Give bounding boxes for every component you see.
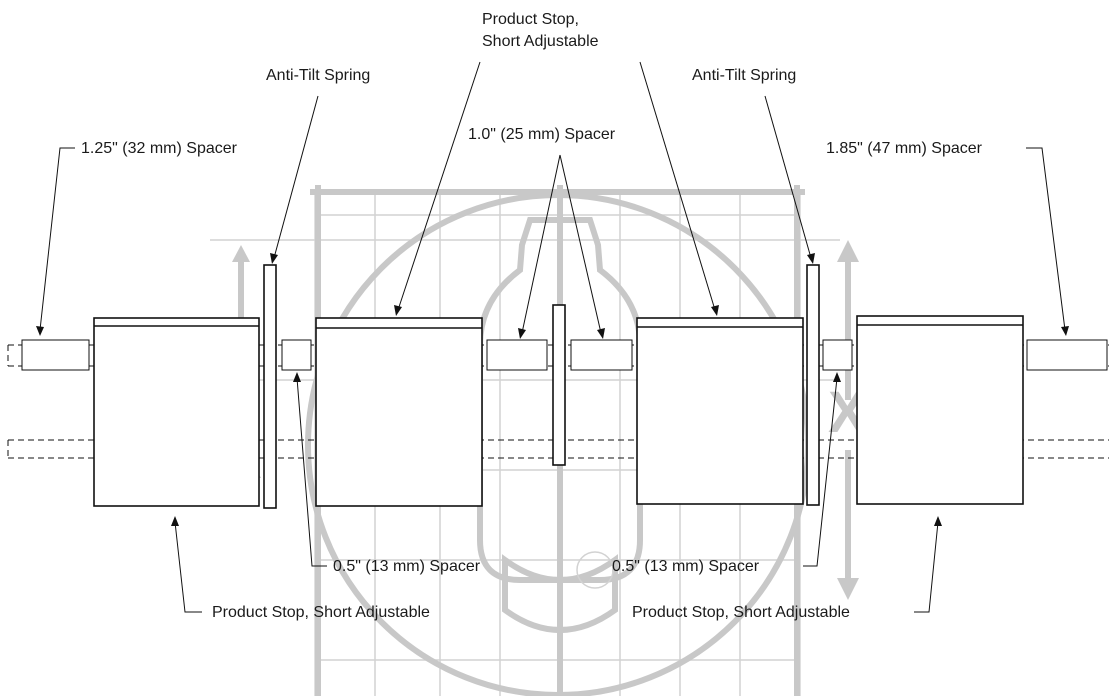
spacer-13mm-right bbox=[822, 339, 853, 371]
label-stop-top-line1: Product Stop, bbox=[482, 11, 579, 28]
watermark-small-circle bbox=[576, 551, 614, 589]
label-spacer-25mm: 1.0" (25 mm) Spacer bbox=[468, 126, 616, 143]
center-divider-plate bbox=[552, 304, 566, 466]
leader-spacer-13mm-left bbox=[296, 377, 327, 567]
label-stop-bottom-right: Product Stop, Short Adjustable bbox=[632, 604, 850, 621]
label-stop-bottom-left: Product Stop, Short Adjustable bbox=[212, 604, 430, 621]
watermark-bottle-base bbox=[502, 554, 618, 633]
anti-tilt-spring-left bbox=[263, 264, 277, 509]
label-spacer-13mm-right: 0.5" (13 mm) Spacer bbox=[612, 558, 760, 575]
label-stop-top-line2: Short Adjustable bbox=[482, 33, 599, 50]
label-spacer-13mm-left: 0.5" (13 mm) Spacer bbox=[333, 558, 481, 575]
spacer-32mm bbox=[21, 339, 90, 371]
product-stop-2 bbox=[315, 317, 483, 507]
leader-stop-bottom-right bbox=[914, 521, 939, 613]
label-spacer-32mm: 1.25" (32 mm) Spacer bbox=[81, 140, 238, 157]
product-stop-3 bbox=[636, 317, 804, 505]
leader-lines bbox=[36, 61, 1069, 613]
label-spring-left: Anti-Tilt Spring bbox=[266, 67, 370, 84]
label-spacer-47mm: 1.85" (47 mm) Spacer bbox=[826, 140, 983, 157]
leader-spacer-13mm-right bbox=[803, 377, 838, 567]
spacer-25mm-left bbox=[486, 339, 548, 371]
leader-spring-left bbox=[273, 95, 319, 259]
leader-spacer-47mm bbox=[1026, 147, 1066, 331]
spacer-47mm bbox=[1026, 339, 1108, 371]
watermark-bottle bbox=[477, 217, 643, 583]
leader-stop-top-right bbox=[639, 61, 716, 311]
anti-tilt-spring-right bbox=[806, 264, 820, 506]
spacer-25mm-right bbox=[570, 339, 633, 371]
label-spring-right: Anti-Tilt Spring bbox=[692, 67, 796, 84]
leader-stop-top-left bbox=[397, 61, 481, 311]
watermark-dimension-right bbox=[837, 240, 859, 600]
product-stop-1 bbox=[93, 317, 260, 507]
spacer-13mm-left bbox=[281, 339, 312, 371]
leader-spacer-32mm bbox=[39, 147, 75, 331]
leader-stop-bottom-left bbox=[174, 521, 202, 613]
leader-spacer-25mm-left bbox=[521, 154, 561, 334]
product-stop-4 bbox=[856, 315, 1024, 505]
leader-spring-right bbox=[764, 95, 812, 259]
leader-spacer-25mm-right bbox=[559, 154, 602, 334]
